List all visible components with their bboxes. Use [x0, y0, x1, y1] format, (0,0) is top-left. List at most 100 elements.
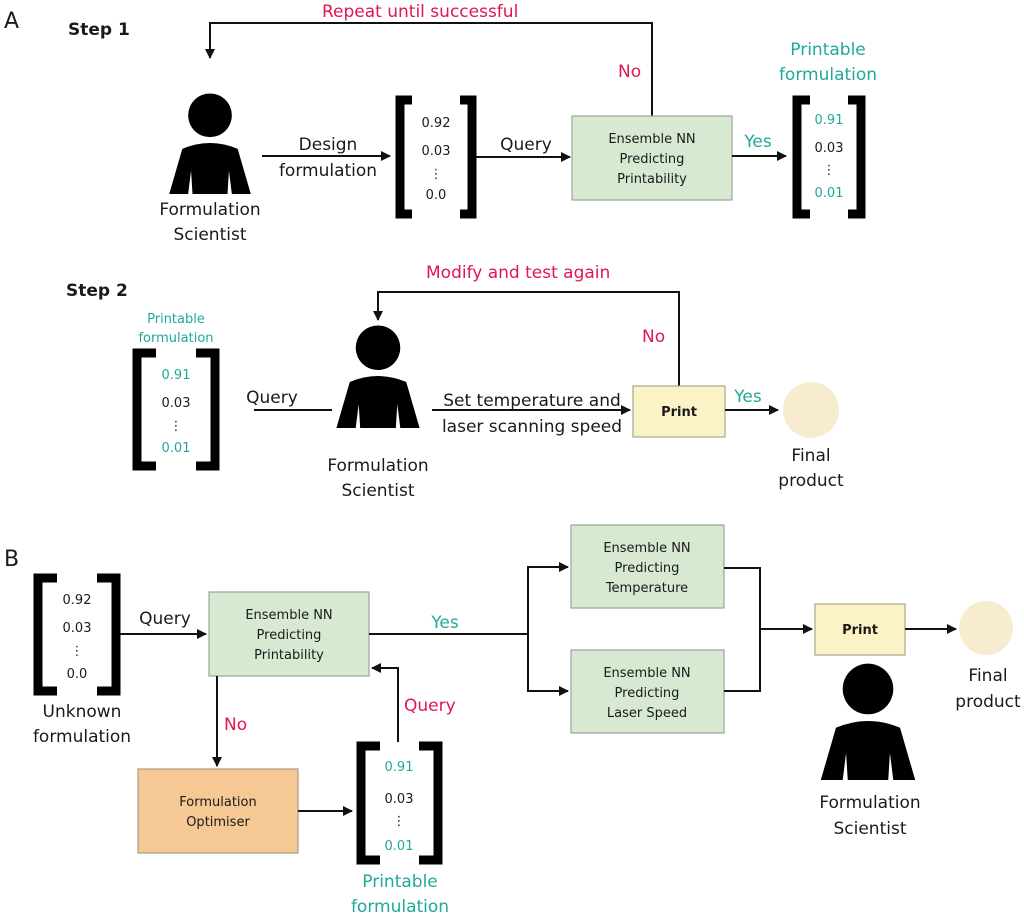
optimiser-box-line: Optimiser — [186, 815, 250, 830]
step2-product-label-1: Final — [791, 446, 830, 466]
vector-value: 0.92 — [63, 593, 92, 608]
nn-box-line: Laser Speed — [607, 706, 687, 721]
vector-value: 0.91 — [162, 368, 191, 383]
step1-loop-label: Repeat until successful — [322, 2, 518, 22]
vector-value: 0.03 — [815, 141, 844, 156]
nn-box-line: Predicting — [615, 686, 680, 701]
optimiser-box — [137, 768, 299, 854]
step1-scientist-label-2: Scientist — [173, 225, 246, 245]
vector-bracket-right — [196, 348, 220, 471]
b-scientist-label-2: Scientist — [833, 819, 906, 839]
step1-no-label: No — [618, 62, 641, 82]
vector-value: 0.91 — [815, 113, 844, 128]
vector-value: 0.01 — [385, 839, 414, 854]
vector-bracket-left — [356, 741, 380, 865]
query-back-arrow — [371, 663, 399, 742]
vector-bracket-left — [792, 95, 810, 219]
b-query-label: Query — [139, 609, 191, 629]
scientist-icon — [169, 93, 251, 194]
vector-value: ⋮ — [430, 167, 443, 182]
vector-value: ⋮ — [170, 419, 183, 434]
step1-yes-label: Yes — [743, 132, 772, 152]
step2-product-label-2: product — [778, 471, 844, 491]
final-product-icon — [959, 601, 1013, 655]
step2-yes-label: Yes — [733, 387, 762, 407]
vector-bracket-right — [419, 741, 443, 865]
final-product-icon — [783, 382, 839, 438]
b-product-label-2: product — [955, 692, 1021, 712]
step2-query-label: Query — [246, 388, 298, 408]
vector-bracket-right — [460, 95, 477, 219]
branch-to-temperature — [527, 562, 569, 634]
print-box-label: Print — [661, 405, 697, 420]
print-box — [814, 603, 906, 656]
nn-box-line: Predicting — [620, 152, 685, 167]
print-box — [632, 385, 726, 438]
nn-printability-box — [208, 591, 370, 677]
vector-value: 0.92 — [422, 116, 451, 131]
step2-printable-title-1: Printable — [147, 312, 205, 327]
step1-title: Step 1 — [68, 20, 130, 40]
step2-loop-label: Modify and test again — [426, 263, 610, 283]
vector-value: 0.01 — [162, 441, 191, 456]
nn-box-line: Printability — [617, 172, 687, 187]
nn-box-line: Temperature — [605, 581, 688, 596]
vector-value: 0.03 — [63, 621, 92, 636]
scientist-icon — [336, 325, 420, 428]
nn-box-line: Predicting — [257, 628, 322, 643]
vector-value: 0.03 — [385, 792, 414, 807]
b-printable-title-2: formulation — [351, 897, 449, 916]
vector-value: 0.01 — [815, 186, 844, 201]
nn-box-line: Ensemble NN — [603, 666, 690, 681]
printable-title-1: Printable — [790, 40, 866, 60]
vector-value: 0.91 — [385, 760, 414, 775]
nn-box-line: Ensemble NN — [603, 541, 690, 556]
b-printable-title-1: Printable — [362, 872, 438, 892]
step2-title: Step 2 — [66, 281, 128, 301]
vector-value: ⋮ — [823, 163, 836, 178]
step2-scientist-label-1: Formulation — [327, 456, 428, 476]
b-product-label-1: Final — [968, 666, 1007, 686]
step1-loop-arrow — [205, 22, 653, 116]
nn-box-line: Ensemble NN — [245, 608, 332, 623]
vector-value: 0.03 — [422, 144, 451, 159]
vector-value: ⋮ — [71, 644, 84, 659]
panel-a-label: A — [4, 9, 19, 34]
unknown-label-2: formulation — [33, 727, 131, 747]
step2-loop-arrow — [373, 291, 680, 386]
nn-box-line: Ensemble NN — [608, 132, 695, 147]
vector-value: 0.0 — [67, 667, 88, 682]
panel-b-label: B — [4, 547, 19, 572]
vector-bracket-left — [33, 573, 57, 696]
nn-box-line: Printability — [254, 648, 324, 663]
vector-value: 0.0 — [426, 188, 447, 203]
b-no-label: No — [224, 715, 247, 735]
b-query-back-label: Query — [404, 696, 456, 716]
query-label: Query — [500, 135, 552, 155]
vector-bracket-left — [395, 95, 412, 219]
unknown-label-1: Unknown — [43, 702, 122, 722]
scientist-icon — [820, 663, 916, 780]
design-label-1: Design — [299, 135, 358, 155]
print-box-label: Print — [842, 623, 878, 638]
nn-box-line: Predicting — [615, 561, 680, 576]
vector-value: 0.03 — [162, 396, 191, 411]
b-scientist-label-1: Formulation — [819, 793, 920, 813]
vector-bracket-right — [97, 573, 121, 696]
step2-no-label: No — [642, 327, 665, 347]
vector-value: ⋮ — [393, 814, 406, 829]
step2-printable-title-2: formulation — [138, 331, 213, 346]
merge-line — [724, 567, 761, 692]
step1-scientist-label-1: Formulation — [159, 200, 260, 220]
nn-temperature-box — [570, 524, 725, 609]
design-label-2: formulation — [279, 161, 377, 181]
vector-bracket-left — [132, 348, 156, 471]
step2-scientist-label-2: Scientist — [341, 481, 414, 501]
set-params-label-1: Set temperature and — [443, 391, 621, 411]
printable-title-2: formulation — [779, 65, 877, 85]
vector-bracket-right — [848, 95, 866, 219]
b-yes-label: Yes — [430, 613, 459, 633]
optimiser-box-line: Formulation — [179, 795, 256, 810]
